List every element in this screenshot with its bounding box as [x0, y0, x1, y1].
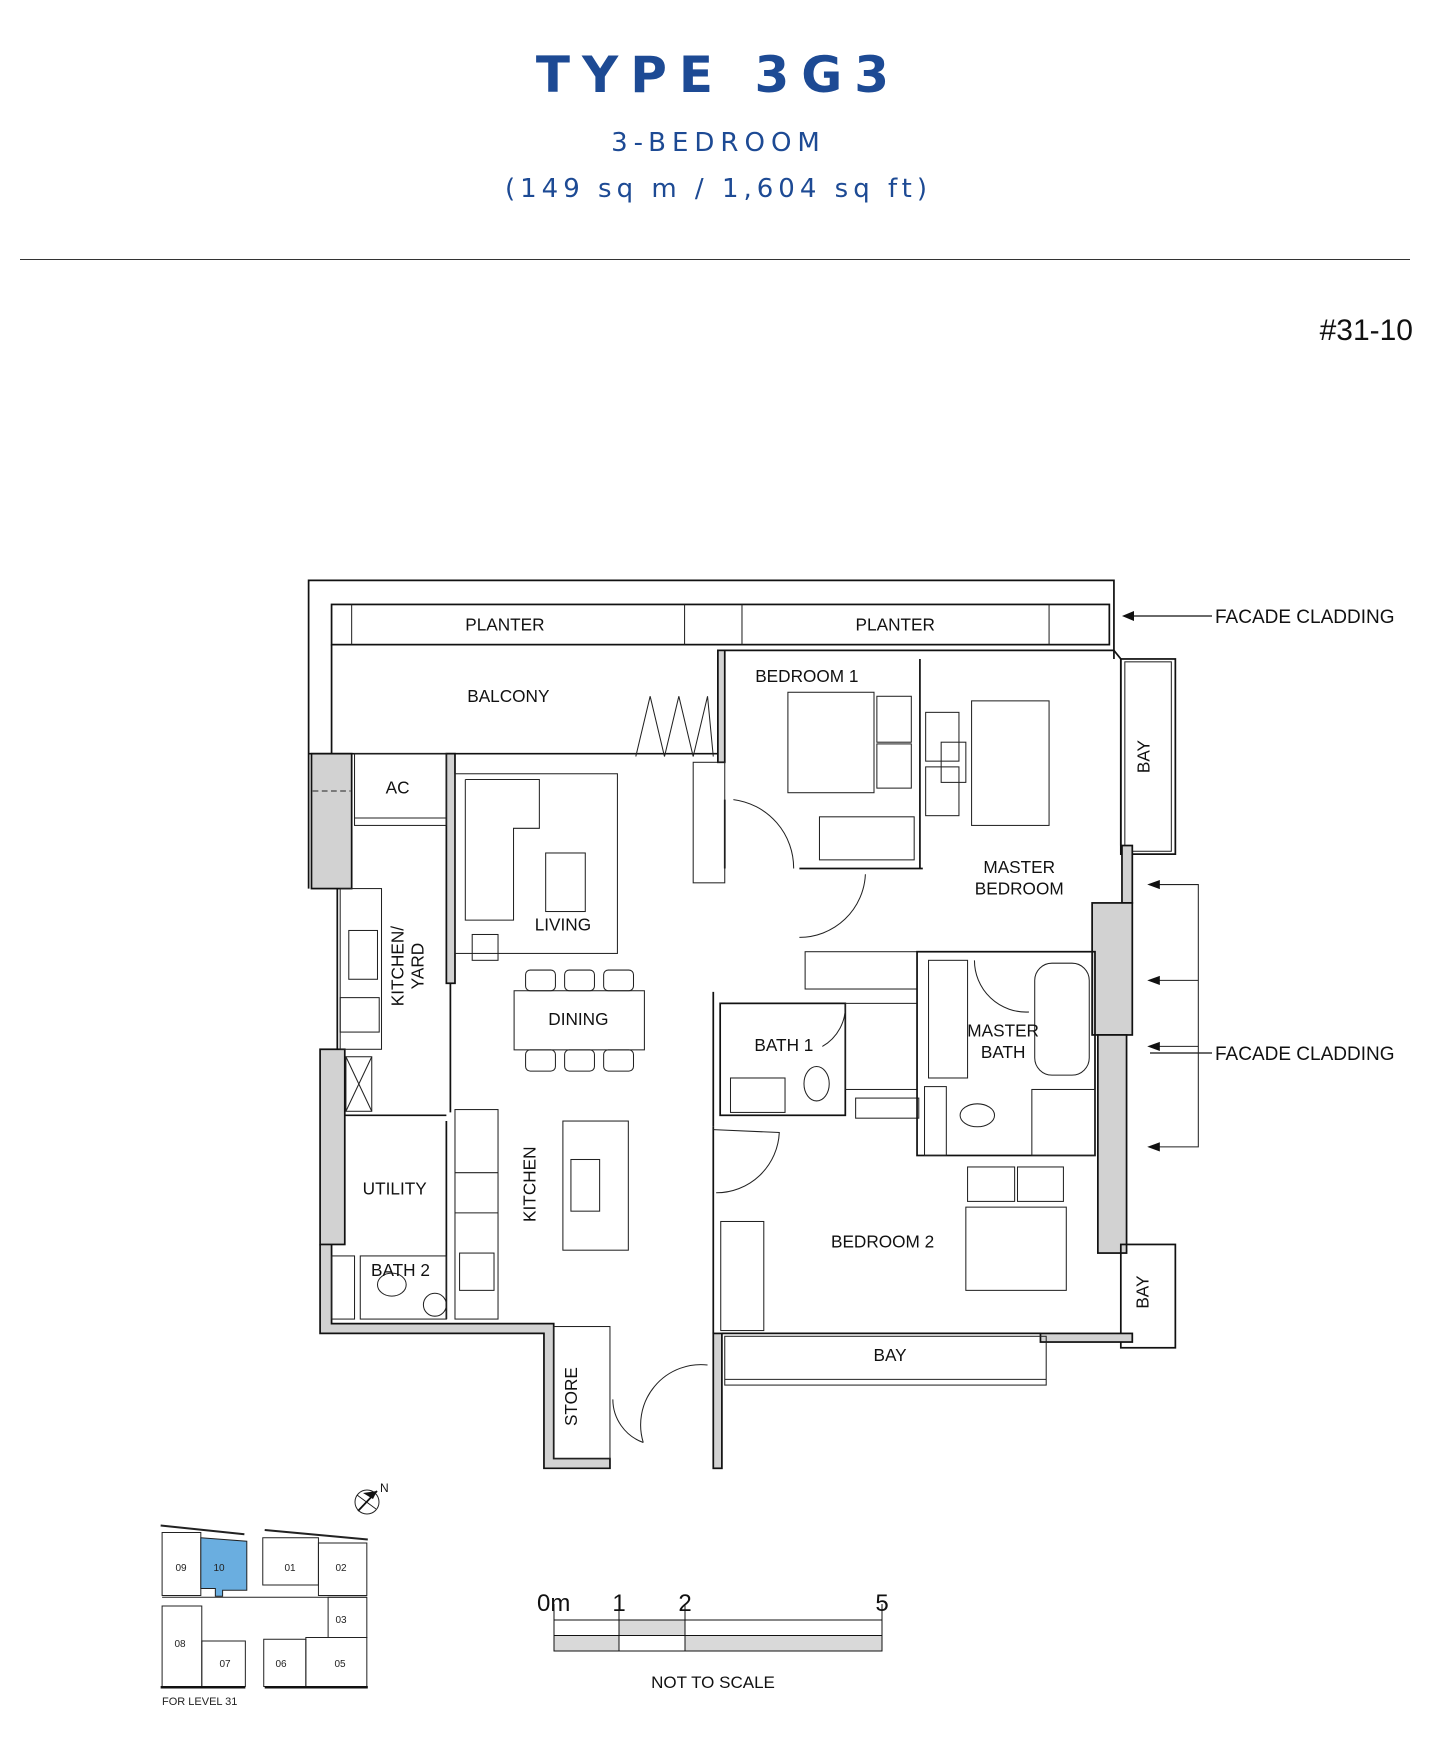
facade-annotation-right: FACADE CLADDING — [1150, 1044, 1394, 1065]
kitchen-yard-label-1: KITCHEN/ — [387, 926, 407, 1007]
north-label: N — [380, 1481, 389, 1495]
key-label-09: 09 — [175, 1563, 187, 1574]
bay-top-label: BAY — [1134, 739, 1154, 773]
floor-plan: PLANTER PLANTER BALCONY BEDROOM 1 BAY AC… — [307, 579, 1199, 1470]
scale-tick-2: 2 — [678, 1590, 691, 1617]
key-label-03: 03 — [335, 1615, 347, 1626]
bay-bottom-label: BAY — [873, 1345, 907, 1365]
utility-label: UTILITY — [363, 1179, 428, 1199]
plan-area: (149 sq m / 1,604 sq ft) — [504, 174, 932, 204]
key-label-08: 08 — [174, 1639, 186, 1650]
north-arrow-icon: N — [354, 1481, 389, 1515]
bath2-label: BATH 2 — [371, 1260, 430, 1280]
scale-tick-0m: 0m — [537, 1590, 570, 1617]
plan-title: TYPE 3G3 — [535, 46, 902, 104]
bath1-label: BATH 1 — [754, 1035, 813, 1055]
master-bedroom-label-1: MASTER — [983, 857, 1055, 877]
living-label: LIVING — [535, 914, 591, 934]
key-plan — [161, 1526, 368, 1688]
planter-label-right: PLANTER — [856, 614, 935, 634]
bay-right-label: BAY — [1132, 1275, 1152, 1309]
planter-label-left: PLANTER — [465, 614, 544, 634]
facade-cladding-label-top: FACADE CLADDING — [1215, 607, 1394, 628]
key-plan-caption: FOR LEVEL 31 — [162, 1696, 237, 1708]
key-label-01: 01 — [284, 1563, 296, 1574]
scale-tick-5: 5 — [875, 1590, 888, 1617]
kitchen-yard-label-2: YARD — [407, 943, 427, 990]
bedroom1-label: BEDROOM 1 — [755, 666, 858, 686]
dining-label: DINING — [548, 1009, 608, 1029]
key-label-02: 02 — [335, 1563, 347, 1574]
key-unit-10-highlight — [201, 1538, 247, 1596]
facade-annotation-top: FACADE CLADDING — [1122, 607, 1394, 628]
plan-subtitle: 3-BEDROOM — [611, 128, 826, 158]
master-bath-label-1: MASTER — [967, 1021, 1039, 1041]
store-label: STORE — [561, 1367, 581, 1426]
header-divider — [20, 259, 1410, 260]
kitchen-label: KITCHEN — [519, 1146, 539, 1222]
not-to-scale-note: NOT TO SCALE — [651, 1673, 775, 1692]
scale-tick-1: 1 — [612, 1590, 625, 1617]
ac-label: AC — [386, 777, 410, 797]
facade-cladding-label-right: FACADE CLADDING — [1215, 1044, 1394, 1065]
key-label-06: 06 — [275, 1659, 287, 1670]
key-label-07: 07 — [219, 1659, 231, 1670]
unit-number: #31-10 — [1319, 314, 1413, 347]
bedroom2-label: BEDROOM 2 — [831, 1231, 934, 1251]
master-bath-label-2: BATH — [981, 1042, 1026, 1062]
master-bedroom-label-2: BEDROOM — [975, 878, 1064, 898]
key-label-05: 05 — [334, 1659, 346, 1670]
key-label-10: 10 — [213, 1563, 225, 1574]
scale-bar: 0m 1 2 5 NOT TO SCALE — [537, 1590, 889, 1692]
balcony-label: BALCONY — [467, 686, 550, 706]
